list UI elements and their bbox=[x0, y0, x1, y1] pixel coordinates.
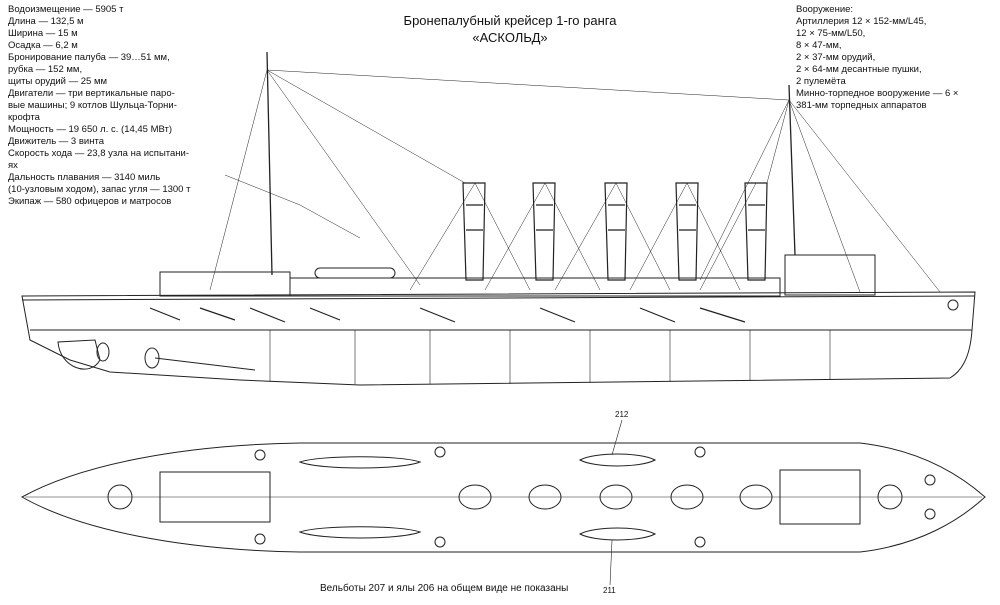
armament-list: Вооружение: Артиллерия 12 × 152-мм/L45, … bbox=[796, 4, 996, 112]
spec-speed: Скорость хода — 23,8 узла на испытани- я… bbox=[8, 148, 190, 171]
side-guns bbox=[149, 307, 746, 323]
funnels bbox=[462, 182, 768, 281]
hull-frames bbox=[269, 330, 831, 384]
armament-line: Артиллерия 12 × 152-мм/L45, bbox=[796, 16, 927, 27]
plan-view bbox=[20, 419, 986, 586]
rigging bbox=[209, 69, 941, 293]
armament-heading: Вооружение: bbox=[796, 4, 854, 15]
forward-bridge bbox=[784, 254, 876, 296]
spec-engines: Двигатели — три вертикальные паро- вые м… bbox=[8, 88, 177, 123]
spec-displacement: Водоизмещение — 5905 т bbox=[8, 4, 124, 15]
hull-outline bbox=[21, 291, 976, 386]
armament-line: Минно-торпедное вооружение — 6 × 381-мм … bbox=[796, 88, 959, 111]
boat-on-deck bbox=[314, 267, 396, 279]
armament-line: 2 пулемёта bbox=[796, 76, 846, 87]
plan-funnels bbox=[458, 484, 773, 510]
callout-212: 212 bbox=[615, 410, 629, 419]
deck-line bbox=[21, 295, 976, 301]
mid-superstructure bbox=[289, 277, 781, 297]
armament-line: 12 × 75-мм/L50, bbox=[796, 28, 866, 39]
rudder bbox=[57, 339, 101, 370]
specifications-list: Водоизмещение — 5905 т Длина — 132,5 м Ш… bbox=[8, 4, 218, 208]
callout-leaders bbox=[609, 419, 623, 586]
plan-superstructure bbox=[159, 469, 861, 525]
spec-range: Дальность плавания — 3140 миль (10-узлов… bbox=[8, 172, 191, 195]
main-mast bbox=[266, 51, 273, 276]
armament-line: 2 × 64-мм десантные пушки, bbox=[796, 64, 922, 75]
spec-length: Длина — 132,5 м bbox=[8, 16, 84, 27]
armament-line: 8 × 47-мм, bbox=[796, 40, 842, 51]
deck-outline bbox=[20, 442, 986, 553]
plan-turrets bbox=[107, 446, 936, 548]
side-elevation-view bbox=[21, 51, 976, 386]
spec-armour: Бронирование палуба — 39…51 мм, рубка — … bbox=[8, 52, 170, 87]
spec-draught: Осадка — 6,2 м bbox=[8, 40, 78, 51]
aft-superstructure bbox=[159, 271, 291, 297]
drawing-title: Бронепалубный крейсер 1-го ранга «АСКОЛЬ… bbox=[350, 12, 670, 46]
drawing-caption: Вельботы 207 и ялы 206 на общем виде не … bbox=[320, 583, 569, 594]
plan-boats bbox=[298, 453, 657, 541]
armament-line: 2 × 37-мм орудий, bbox=[796, 52, 876, 63]
fore-mast bbox=[788, 84, 796, 256]
spec-beam: Ширина — 15 м bbox=[8, 28, 78, 39]
spec-crew: Экипаж — 580 офицеров и матросов bbox=[8, 196, 172, 207]
propellers bbox=[96, 342, 256, 371]
spec-propulsion: Движитель — 3 винта bbox=[8, 136, 104, 147]
hawse-pipe bbox=[947, 299, 959, 311]
callout-211: 211 bbox=[603, 586, 616, 595]
title-line-2: «АСКОЛЬД» bbox=[472, 30, 548, 45]
spec-power: Мощность — 19 650 л. с. (14,45 МВт) bbox=[8, 124, 173, 135]
title-line-1: Бронепалубный крейсер 1-го ранга bbox=[403, 13, 617, 28]
